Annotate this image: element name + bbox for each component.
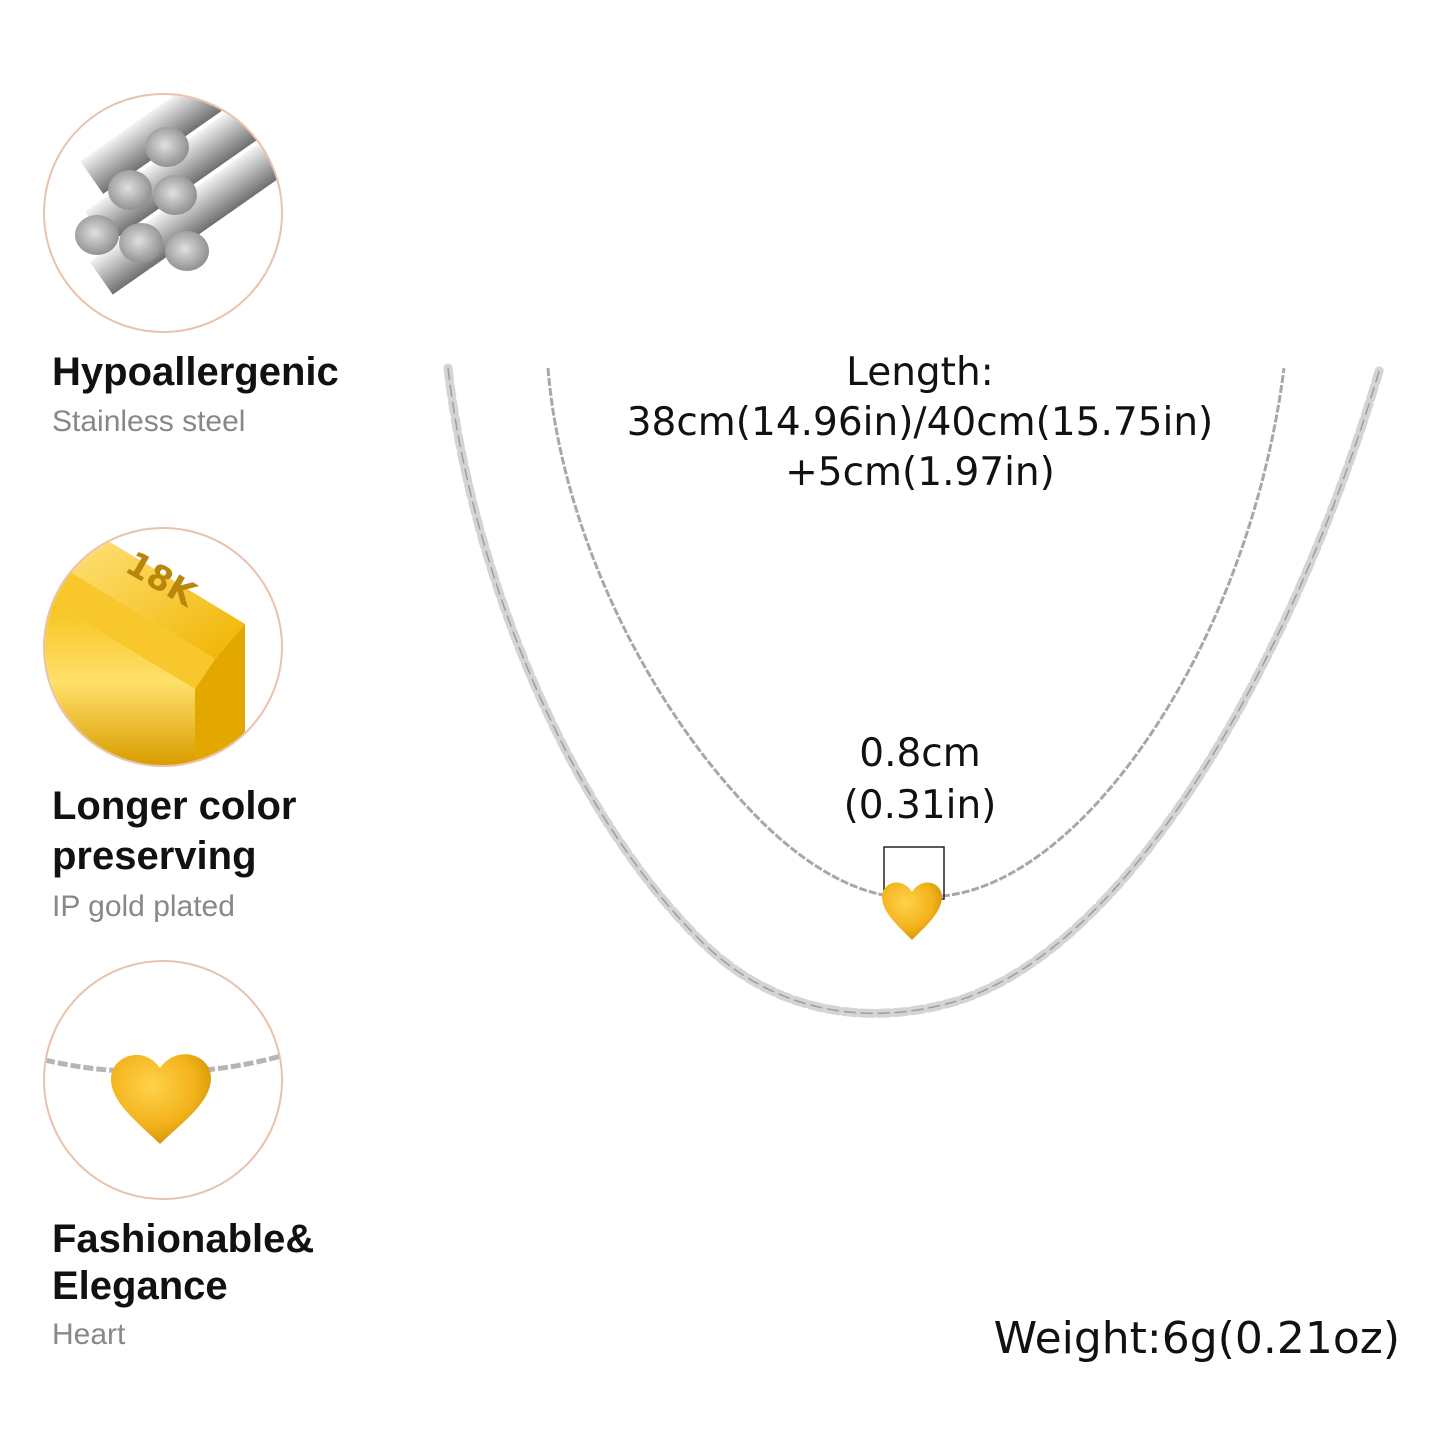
heart-pendant-icon [45,1053,281,1144]
inner-fine-chain [546,367,901,899]
length-spec: Length: 38cm(14.96in)/40cm(15.75in) +5cm… [580,348,1260,498]
gold-bar-circle: 18K [43,527,283,767]
feature-title-fashionable-line2: Elegance [52,1264,228,1308]
feature-title-longer-color-line2: preserving [52,834,257,878]
weight-spec: Weight:6g(0.21oz) [993,1313,1400,1364]
pendant-size-spec: 0.8cm (0.31in) [800,728,1040,832]
gold-bar-icon: 18K [45,539,245,765]
steel-rods-icon [75,95,281,295]
pendant-size-cm: 0.8cm [859,731,981,776]
heart-pendant [882,882,942,940]
feature-title-longer-color-line1: Longer color [52,784,297,828]
feature-subtitle-ip-gold-plated: IP gold plated [52,890,235,923]
feature-subtitle-stainless-steel: Stainless steel [52,405,246,438]
steel-rods-circle [43,93,283,333]
heart-pendant-circle [43,960,283,1200]
length-extension: +5cm(1.97in) [785,450,1055,495]
length-values: 38cm(14.96in)/40cm(15.75in) [626,400,1214,445]
feature-title-fashionable-line1: Fashionable& [52,1217,315,1261]
pendant-size-in: (0.31in) [843,783,997,828]
feature-subtitle-heart: Heart [52,1318,126,1351]
feature-title-hypoallergenic: Hypoallergenic [52,350,339,394]
length-label: Length: [846,350,994,395]
